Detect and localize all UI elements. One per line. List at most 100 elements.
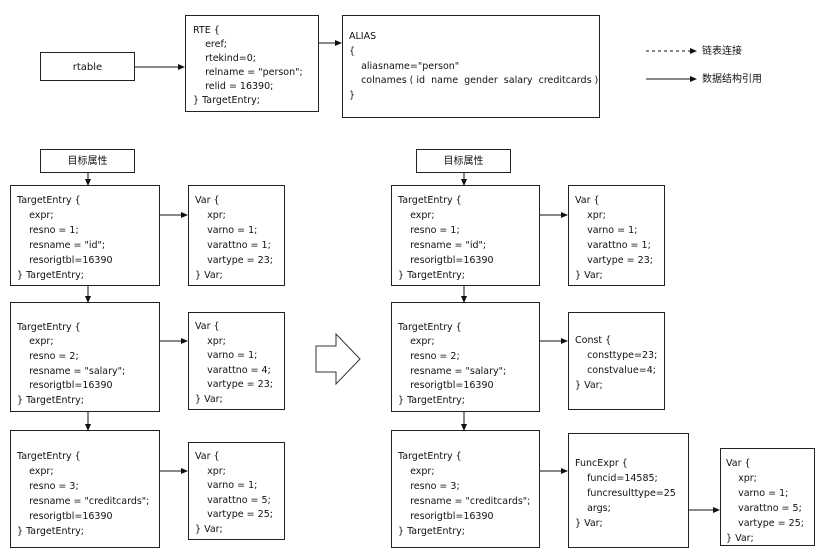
- left-var-3: Var { xpr; varno = 1; varattno = 5; vart…: [188, 442, 285, 540]
- right-te3-line-3: resname = "creditcards";: [398, 496, 531, 507]
- left-var1-line-3: varattno = 1;: [195, 240, 271, 251]
- left-te2-line-1: expr;: [17, 336, 54, 347]
- rtable-label: rtable: [72, 62, 103, 73]
- right-te2-line-2: resno = 2;: [398, 351, 460, 362]
- left-var1-line-1: xpr;: [195, 210, 226, 221]
- right-te1-line-3: resname = "id";: [398, 240, 487, 251]
- alias-line-1: {: [349, 46, 356, 57]
- rte-line-2: rtekind=0;: [193, 53, 256, 64]
- left-te2-line-0: TargetEntry {: [17, 322, 81, 333]
- right-const: Const { consttype=23; constvalue=4; } Va…: [568, 312, 665, 410]
- left-te1-line-0: TargetEntry {: [17, 195, 81, 206]
- right-var1-line-3: varattno = 1;: [575, 240, 651, 251]
- right-header-label: 目标属性: [443, 156, 484, 167]
- legend-dashed-label: 链表连接: [702, 46, 742, 57]
- rte-line-0: RTE {: [193, 25, 220, 36]
- right-funcexpr-line-2: funcresulttype=25: [575, 488, 676, 499]
- right-argvar-line-3: varattno = 5;: [726, 503, 802, 514]
- legend-solid-label: 数据结构引用: [702, 74, 762, 85]
- right-te1-line-5: } TargetEntry;: [398, 270, 465, 281]
- left-te3-line-2: resno = 3;: [17, 481, 79, 492]
- rtable-box: rtable: [40, 52, 135, 81]
- left-te2-line-2: resno = 2;: [17, 351, 79, 362]
- left-header-box: 目标属性: [40, 149, 135, 173]
- left-te3-line-5: } TargetEntry;: [17, 526, 84, 537]
- left-var3-line-1: xpr;: [195, 466, 226, 477]
- left-var1-line-5: } Var;: [195, 270, 223, 281]
- left-var3-line-2: varno = 1;: [195, 480, 258, 491]
- left-var1-line-0: Var {: [195, 195, 220, 206]
- transform-arrow-icon: [315, 332, 361, 386]
- left-te1-line-1: expr;: [17, 210, 54, 221]
- right-arg-var: Var { xpr; varno = 1; varattno = 5; vart…: [720, 448, 815, 546]
- right-var1-line-0: Var {: [575, 195, 600, 206]
- right-var1-line-2: varno = 1;: [575, 225, 638, 236]
- right-argvar-line-0: Var {: [726, 458, 751, 469]
- right-target-entry-3: TargetEntry { expr; resno = 3; resname =…: [391, 430, 540, 548]
- left-var-1: Var { xpr; varno = 1; varattno = 1; vart…: [188, 185, 285, 286]
- right-funcexpr: FuncExpr { funcid=14585; funcresulttype=…: [568, 433, 689, 548]
- rte-line-4: relid = 16390;: [193, 81, 274, 92]
- right-te3-line-0: TargetEntry {: [398, 451, 462, 462]
- left-te2-line-5: } TargetEntry;: [17, 395, 84, 406]
- right-te1-line-2: resno = 1;: [398, 225, 460, 236]
- rte-line-1: eref;: [193, 39, 228, 50]
- left-te1-line-3: resname = "id";: [17, 240, 106, 251]
- right-header-box: 目标属性: [416, 149, 511, 173]
- left-var2-line-0: Var {: [195, 321, 220, 332]
- right-te2-line-0: TargetEntry {: [398, 322, 462, 333]
- left-var3-line-3: varattno = 5;: [195, 495, 271, 506]
- left-te2-line-3: resname = "salary";: [17, 366, 126, 377]
- left-te3-line-3: resname = "creditcards";: [17, 496, 150, 507]
- right-const-line-0: Const {: [575, 335, 612, 346]
- alias-line-4: }: [349, 90, 356, 101]
- right-te3-line-4: resorigtbl=16390: [398, 511, 494, 522]
- left-var2-line-2: varno = 1;: [195, 350, 258, 361]
- left-var2-line-5: } Var;: [195, 394, 223, 405]
- right-te3-line-2: resno = 3;: [398, 481, 460, 492]
- right-funcexpr-line-4: } Var;: [575, 518, 603, 529]
- left-var2-line-1: xpr;: [195, 336, 226, 347]
- left-var3-line-5: } Var;: [195, 524, 223, 535]
- right-const-line-1: consttype=23;: [575, 350, 658, 361]
- left-te1-line-2: resno = 1;: [17, 225, 79, 236]
- right-te2-line-5: } TargetEntry;: [398, 395, 465, 406]
- right-funcexpr-line-1: funcid=14585;: [575, 473, 658, 484]
- right-argvar-line-5: } Var;: [726, 533, 754, 544]
- right-target-entry-2: TargetEntry { expr; resno = 2; resname =…: [391, 302, 540, 412]
- right-te1-line-0: TargetEntry {: [398, 195, 462, 206]
- right-target-entry-1: TargetEntry { expr; resno = 1; resname =…: [391, 185, 540, 286]
- rte-line-3: relname = "person";: [193, 67, 303, 78]
- alias-line-3: colnames ( id name gender salary creditc…: [349, 75, 599, 86]
- right-argvar-line-1: xpr;: [726, 473, 757, 484]
- left-var2-line-3: varattno = 4;: [195, 365, 271, 376]
- right-var-1: Var { xpr; varno = 1; varattno = 1; vart…: [568, 185, 665, 286]
- alias-box: ALIAS { aliasname="person" colnames ( id…: [342, 15, 600, 118]
- left-var1-line-2: varno = 1;: [195, 225, 258, 236]
- rte-line-5: } TargetEntry;: [193, 95, 260, 106]
- right-argvar-line-2: varno = 1;: [726, 488, 789, 499]
- left-target-entry-3: TargetEntry { expr; resno = 3; resname =…: [10, 430, 160, 548]
- rte-box: RTE { eref; rtekind=0; relname = "person…: [185, 15, 319, 112]
- right-const-line-3: } Var;: [575, 380, 603, 391]
- left-te3-line-1: expr;: [17, 466, 54, 477]
- right-te1-line-4: resorigtbl=16390: [398, 255, 494, 266]
- left-target-entry-2: TargetEntry { expr; resno = 2; resname =…: [10, 302, 160, 412]
- left-te3-line-0: TargetEntry {: [17, 451, 81, 462]
- right-te2-line-4: resorigtbl=16390: [398, 380, 494, 391]
- left-var1-line-4: vartype = 23;: [195, 255, 273, 266]
- right-funcexpr-line-0: FuncExpr {: [575, 458, 628, 469]
- right-te2-line-3: resname = "salary";: [398, 366, 507, 377]
- left-var3-line-0: Var {: [195, 451, 220, 462]
- alias-line-2: aliasname="person": [349, 61, 460, 72]
- left-te3-line-4: resorigtbl=16390: [17, 511, 113, 522]
- right-te3-line-1: expr;: [398, 466, 435, 477]
- right-var1-line-5: } Var;: [575, 270, 603, 281]
- left-te1-line-5: } TargetEntry;: [17, 270, 84, 281]
- left-var2-line-4: vartype = 23;: [195, 379, 273, 390]
- right-var1-line-1: xpr;: [575, 210, 606, 221]
- left-var3-line-4: vartype = 25;: [195, 509, 273, 520]
- right-funcexpr-line-3: args;: [575, 503, 611, 514]
- right-const-line-2: constvalue=4;: [575, 365, 656, 376]
- left-header-label: 目标属性: [67, 156, 108, 167]
